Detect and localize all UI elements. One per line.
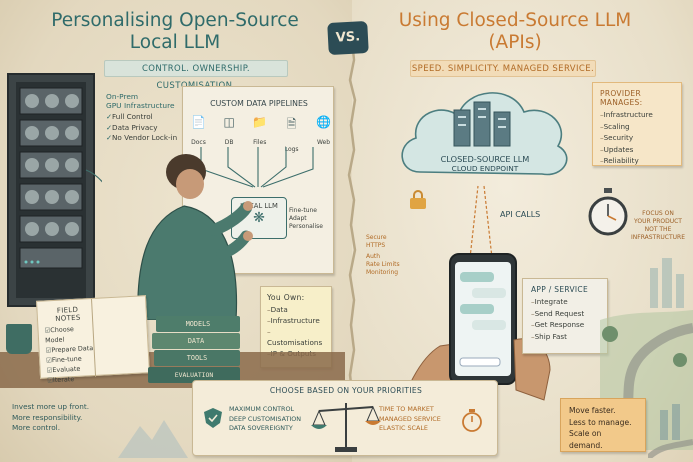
- cloud-label-line1: CLOSED-SOURCE LLM: [440, 154, 530, 164]
- list-item: Send Request: [531, 308, 599, 320]
- right-footer-note: Move faster. Less to manage. Scale on de…: [560, 398, 646, 452]
- pipeline-sources: 📄 Docs ◫ DB 📁 Files 🗎 Logs 🌐 Web: [191, 115, 331, 155]
- list-item: Reliability: [600, 155, 674, 167]
- list-item: Data: [267, 304, 325, 315]
- list-item: Infrastructure: [600, 109, 674, 121]
- pipeline-actions: Fine-tune Adapt Personalise: [289, 207, 323, 230]
- provider-list: Infrastructure Scaling Security Updates …: [600, 109, 674, 167]
- app-service-note: APP / SERVICE Integrate Send Request Get…: [522, 278, 608, 354]
- torn-paper-divider: [347, 40, 357, 400]
- focus-note: FOCUS ON YOUR PRODUCT NOT THE INFRASTRUC…: [631, 210, 685, 241]
- field-notes-list: Choose Model Prepare Data Fine-tune Eval…: [44, 323, 95, 385]
- list-item: Updates: [600, 144, 674, 156]
- book-models: MODELS: [156, 316, 240, 332]
- pipeline-connections: [200, 147, 314, 237]
- list-item: Infrastructure: [267, 315, 325, 326]
- list-item: Choose Model: [44, 323, 93, 345]
- left-footer: Invest more up front. More responsibilit…: [12, 402, 90, 432]
- list-item: Customisations: [267, 326, 325, 348]
- neural-network-icon: ❋: [253, 210, 265, 226]
- book-stack: MODELS DATA TOOLS EVALUATION: [148, 316, 240, 383]
- globe-icon: 🌐: [316, 115, 331, 129]
- app-service-list: Integrate Send Request Get Response Ship…: [531, 296, 599, 342]
- list-item: Scaling: [600, 121, 674, 133]
- cloud-illustration: [401, 92, 568, 176]
- book-tools: TOOLS: [154, 350, 240, 366]
- priorities-left-list: MAXIMUM CONTROL DEEP CUSTOMISATION DATA …: [229, 405, 302, 432]
- right-ribbon: SPEED. SIMPLICITY. MANAGED SERVICE.: [410, 60, 596, 77]
- left-title-line2: Local LLM: [129, 32, 221, 53]
- api-call-arrows: [469, 185, 493, 259]
- list-item: Get Response: [531, 319, 599, 331]
- provider-manages-note: PROVIDER MANAGES: Infrastructure Scaling…: [592, 82, 682, 166]
- log-file-icon: 🗎: [286, 117, 297, 131]
- source-web: 🌐 Web: [316, 115, 331, 146]
- book-data: DATA: [152, 333, 240, 349]
- field-notes-heading: FIELD NOTES: [55, 305, 81, 323]
- shield-icon: [203, 407, 223, 429]
- left-ribbon: CONTROL. OWNERSHIP. CUSTOMISATION.: [104, 60, 288, 91]
- list-item: Security: [600, 132, 674, 144]
- server-rack-illustration: [7, 73, 102, 307]
- source-logs: 🗎 Logs: [284, 117, 299, 153]
- document-icon: 📄: [191, 115, 206, 129]
- priorities-title: CHOOSE BASED ON YOUR PRIORITIES: [269, 386, 423, 395]
- priorities-right-list: TIME TO MARKET MANAGED SERVICE ELASTIC S…: [379, 405, 441, 432]
- list-item: Ship Fast: [531, 331, 599, 343]
- padlock-icon: [410, 190, 426, 210]
- list-item: Data Privacy: [106, 123, 186, 134]
- right-title-line2: (APIs): [488, 32, 542, 53]
- timer-icon: [462, 409, 482, 432]
- list-item: No Vendor Lock-in: [106, 133, 186, 144]
- left-title-line1: Personalising Open-Source: [51, 10, 299, 31]
- source-docs: 📄 Docs: [191, 115, 206, 146]
- coffee-mug-icon: [6, 324, 32, 354]
- engineer-illustration: [137, 154, 253, 320]
- cloud-label-line2: CLOUD ENDPOINT: [451, 164, 519, 173]
- provider-heading: PROVIDER MANAGES:: [600, 89, 643, 107]
- onprem-notes: On-Prem GPU Infrastructure Full Control …: [106, 92, 186, 144]
- you-own-heading: You Own:: [267, 293, 305, 302]
- right-title-line1: Using Closed-Source LLM: [398, 10, 632, 31]
- stopwatch-icon: [588, 188, 628, 236]
- source-files: 📁 Files: [252, 115, 268, 146]
- right-title: Using Closed-Source LLM (APIs): [380, 10, 650, 54]
- onprem-heading: On-Prem: [106, 92, 139, 101]
- cloud-label: CLOSED-SOURCE LLM CLOUD ENDPOINT: [420, 154, 550, 173]
- mountain-sketch-icon: [118, 420, 188, 458]
- folder-icon: 📁: [252, 115, 268, 129]
- book-evaluation: EVALUATION: [148, 367, 240, 383]
- pipelines-title: CUSTOM DATA PIPELINES: [210, 99, 308, 108]
- list-item: Integrate: [531, 296, 599, 308]
- source-db: ◫ DB: [223, 115, 235, 146]
- priorities-panel: CHOOSE BASED ON YOUR PRIORITIES MAXIMUM …: [192, 380, 498, 456]
- vs-badge: VS.: [327, 20, 369, 56]
- field-notes-notebook: FIELD NOTES Choose Model Prepare Data Fi…: [36, 295, 150, 384]
- onprem-list: Full Control Data Privacy No Vendor Lock…: [106, 112, 186, 144]
- onprem-subheading: GPU Infrastructure: [106, 101, 175, 110]
- city-road-sketch-icon: [648, 404, 693, 458]
- list-item: Full Control: [106, 112, 186, 123]
- local-llm-label: LOCAL LLM: [240, 202, 278, 210]
- hand-holding-phone-illustration: [394, 253, 551, 430]
- app-service-heading: APP / SERVICE: [531, 285, 588, 294]
- api-calls-label: API CALLS: [500, 210, 541, 219]
- balance-scale-icon: [311, 403, 381, 452]
- field-notes-page: FIELD NOTES Choose Model Prepare Data Fi…: [43, 305, 95, 385]
- left-title: Personalising Open-Source Local LLM: [40, 10, 310, 54]
- database-icon: ◫: [223, 115, 235, 129]
- you-own-list: Data Infrastructure Customisations IP & …: [267, 304, 325, 359]
- secure-notes: Secure HTTPS Auth Rate Limits Monitoring: [366, 234, 400, 276]
